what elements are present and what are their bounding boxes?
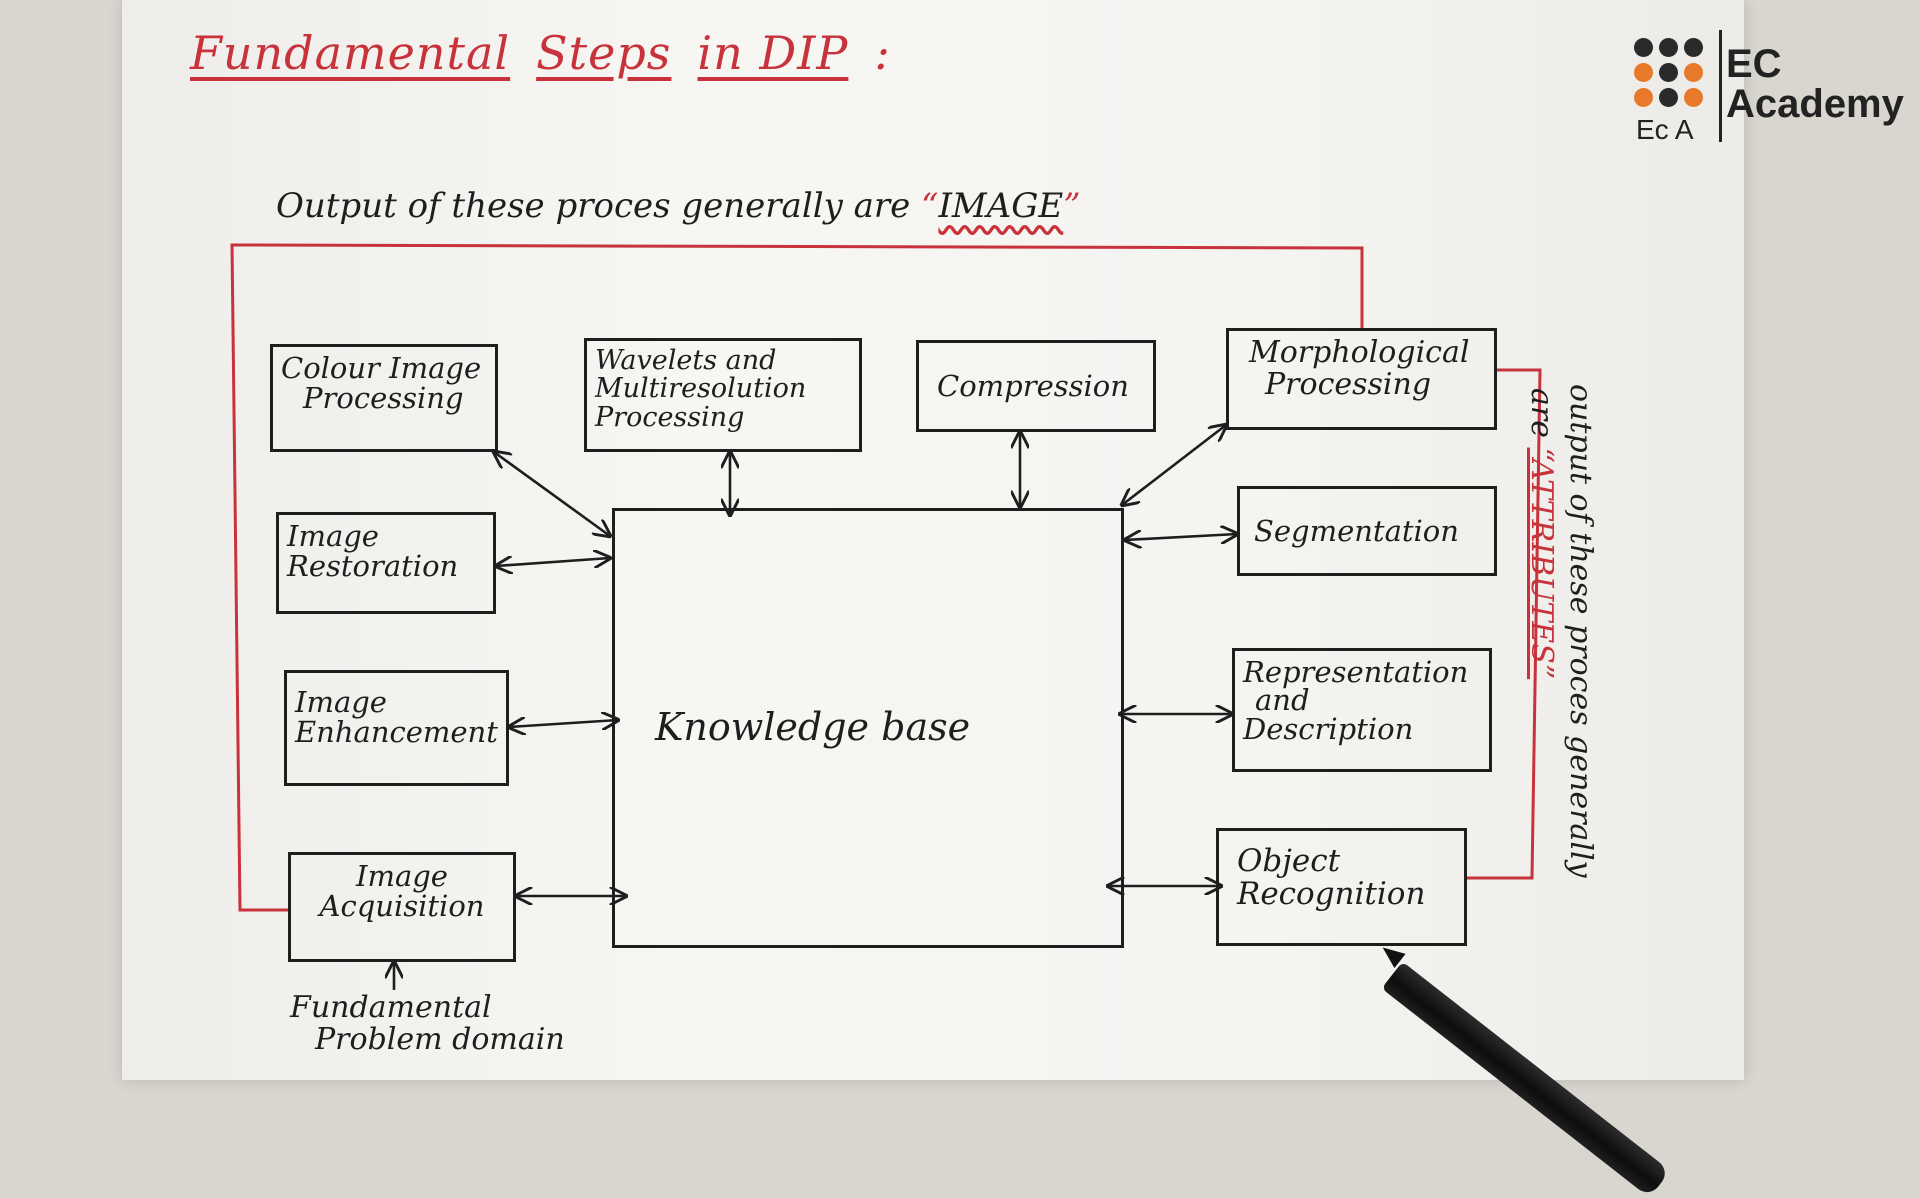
box-wavelets-line-1: Wavelets and: [595, 345, 777, 376]
box-recognition-line-1: Object: [1237, 843, 1341, 879]
diagram-title: Fundamental Steps in DIP:: [190, 26, 891, 80]
logo-dot-icon: [1659, 63, 1678, 82]
box-segmentation-line-1: Segmentation: [1254, 513, 1459, 548]
box-compression-line-1: Compression: [937, 368, 1129, 403]
logo-dot-icon: [1684, 63, 1703, 82]
paper-sheet: [122, 0, 1744, 1080]
box-enhancement-line-2: Enhancement: [295, 715, 498, 750]
box-image-acquisition: Image Acquisition: [288, 852, 516, 962]
logo-dot-icon: [1684, 88, 1703, 107]
box-restoration-line-2: Restoration: [287, 549, 459, 584]
attributes-note-prefix: are: [1524, 388, 1559, 448]
box-representation-description: Representation and Description: [1232, 648, 1492, 772]
attributes-note-line-1: output of these proces generally: [1563, 384, 1598, 878]
arrow-restoration-to-kb: [496, 558, 610, 566]
box-compression: Compression: [916, 340, 1156, 432]
logo-abbreviation: Ec A: [1636, 114, 1694, 145]
box-acquisition-line-2: Acquisition: [319, 889, 485, 924]
box-colour-image-processing: Colour Image Processing: [270, 344, 498, 452]
box-recognition-line-2: Recognition: [1237, 875, 1426, 912]
knowledge-base-label: Knowledge base: [655, 705, 971, 750]
attributes-note-line-2: are “ATTRIBUTES”: [1524, 388, 1559, 954]
box-morphological-processing: Morphological Processing: [1226, 328, 1497, 430]
title-word-2: Steps: [536, 26, 672, 80]
logo-divider: [1719, 30, 1722, 142]
connectors: [230, 243, 1542, 990]
title-colon: :: [874, 26, 891, 80]
logo-dot-icon: [1659, 88, 1678, 107]
scene: Fundamental Steps in DIP: Output of these …: [122, 0, 1920, 1198]
image-output-emphasis: IMAGE: [938, 186, 1064, 226]
image-output-loop-line: [230, 243, 1364, 912]
logo-dot-icon: [1634, 88, 1653, 107]
problem-domain-note: Fundamental Problem domain: [290, 990, 565, 1058]
logo-dot-icon: [1634, 38, 1653, 57]
image-output-close-quote: ”: [1063, 186, 1081, 226]
box-segmentation: Segmentation: [1237, 486, 1497, 576]
box-representation-line-3: Description: [1243, 711, 1414, 746]
box-representation-line-1: Representation: [1243, 655, 1469, 689]
attributes-note-emphasis: “ATTRIBUTES”: [1524, 447, 1559, 680]
logo-dot-icon: [1634, 63, 1653, 82]
problem-domain-line-1: Fundamental: [290, 990, 492, 1025]
image-output-note-prefix: Output of these proces generally are: [276, 186, 922, 226]
arrow-enhancement-to-kb: [509, 720, 618, 727]
box-image-enhancement: Image Enhancement: [284, 670, 509, 786]
arrow-colour-to-kb: [494, 452, 610, 536]
box-representation-line-2: and: [1255, 683, 1310, 718]
box-image-restoration: Image Restoration: [276, 512, 496, 614]
title-word-3: in DIP: [697, 26, 849, 80]
box-wavelets-line-3: Processing: [595, 401, 745, 433]
box-morphological-line-1: Morphological: [1249, 335, 1470, 370]
attributes-output-note: output of these proces generally are “AT…: [1524, 384, 1598, 954]
box-morphological-line-2: Processing: [1265, 366, 1432, 402]
image-output-note: Output of these proces generally are “IM…: [276, 188, 1081, 225]
box-knowledge-base: Knowledge base: [612, 508, 1124, 948]
attributes-output-bracket-line: [1467, 368, 1542, 880]
ec-academy-logo: Ec A EC Academy: [1630, 30, 1920, 150]
problem-domain-line-2: Problem domain: [315, 1022, 565, 1058]
logo-dot-icon: [1684, 38, 1703, 57]
box-object-recognition: Object Recognition: [1216, 828, 1467, 946]
box-wavelets-line-2: Multiresolution: [595, 373, 807, 405]
box-colour-line-2: Processing: [303, 381, 464, 416]
arrow-morphological-to-kb: [1122, 425, 1226, 505]
box-colour-line-1: Colour Image: [281, 351, 482, 385]
box-acquisition-line-1: Image: [356, 859, 448, 893]
logo-name-line-1: EC: [1726, 42, 1782, 86]
arrow-segmentation-to-kb: [1125, 534, 1237, 540]
logo-dot-icon: [1659, 38, 1678, 57]
logo-name-line-2: Academy: [1726, 82, 1904, 126]
image-output-open-quote: “: [921, 186, 939, 226]
box-enhancement-line-1: Image: [295, 685, 387, 719]
box-wavelets-multiresolution: Wavelets and Multiresolution Processing: [584, 338, 862, 452]
title-word-1: Fundamental: [190, 26, 511, 80]
box-restoration-line-1: Image: [287, 519, 379, 553]
